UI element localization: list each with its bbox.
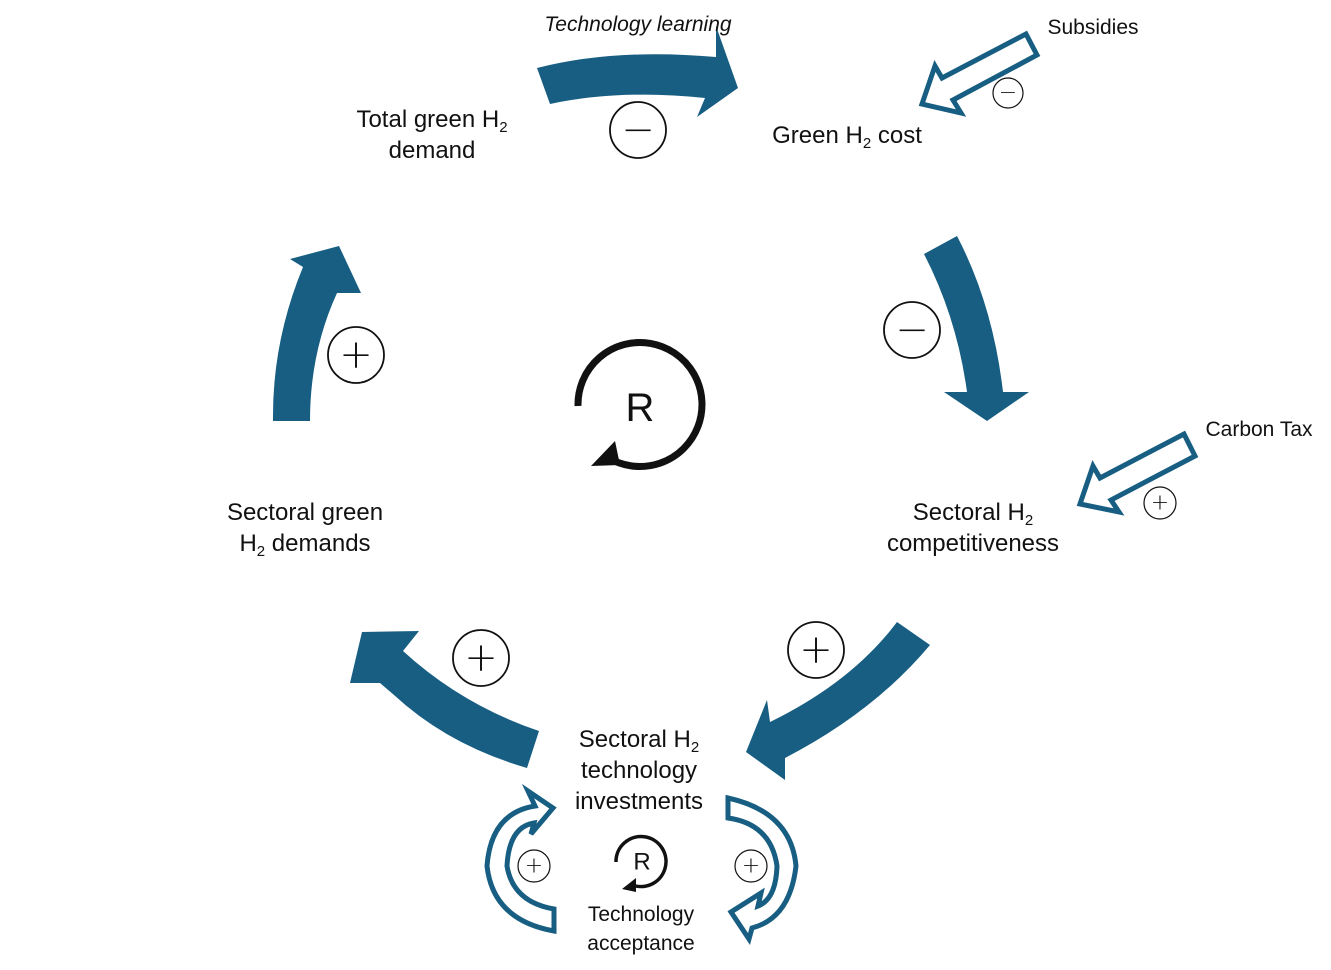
polarity-sign: − <box>895 307 929 353</box>
polarity-sign: + <box>799 627 833 673</box>
label-subsidies: Subsidies <box>1047 16 1139 39</box>
polarity-sign: + <box>464 635 498 681</box>
polarity-competitiveness-to-investments: + <box>787 621 845 679</box>
node-sectoral-h2-competitiveness: Sectoral H2 competitiveness <box>886 499 1060 557</box>
node-green-h2-cost: Green H2 cost <box>772 122 922 152</box>
arrow-demands-to-total <box>272 246 361 421</box>
polarity-acceptance-left: + <box>517 849 551 883</box>
label-carbon-tax: Carbon Tax <box>1205 418 1313 441</box>
polarity-learning: − <box>609 101 667 159</box>
loop-label: R <box>626 386 655 430</box>
arrow-cost-to-competitiveness <box>924 236 1029 421</box>
polarity-carbon-tax: + <box>1143 486 1177 520</box>
arrow-demand-to-cost <box>537 26 738 117</box>
arrow-carbon-tax <box>1076 430 1199 516</box>
arrow-acceptance-left <box>484 783 557 934</box>
node-total-green-h2-demand: Total green H2 demand <box>356 106 508 164</box>
polarity-investments-to-demands: + <box>452 629 510 687</box>
polarity-sign: + <box>1151 491 1169 516</box>
arrow-competitiveness-to-investments <box>746 622 930 780</box>
polarity-cost-to-competitiveness: − <box>883 301 941 359</box>
polarity-sign: + <box>525 854 543 879</box>
arrow-acceptance-right <box>725 794 799 945</box>
arrow-investments-to-demands <box>350 631 539 768</box>
polarity-subsidies: − <box>992 77 1024 109</box>
polarity-sign: + <box>742 854 760 879</box>
node-technology-acceptance: Technology acceptance <box>587 903 695 955</box>
reinforcing-loop-icon-sub: R <box>614 834 668 892</box>
polarity-sign: + <box>339 332 373 378</box>
arrow-subsidies <box>918 30 1041 117</box>
polarity-acceptance-right: + <box>734 849 768 883</box>
node-sectoral-green-h2-demands: Sectoral green H2 demands <box>226 499 384 560</box>
polarity-sign: − <box>999 81 1017 106</box>
loop-label: R <box>633 849 650 876</box>
polarity-demands-to-total: + <box>327 326 385 384</box>
reinforcing-loop-icon-main: R <box>574 339 706 470</box>
polarity-sign: − <box>621 107 655 153</box>
label-technology-learning: Technology learning <box>544 13 732 36</box>
node-sectoral-h2-technology-investments: Sectoral H2 technology investments <box>574 726 704 815</box>
